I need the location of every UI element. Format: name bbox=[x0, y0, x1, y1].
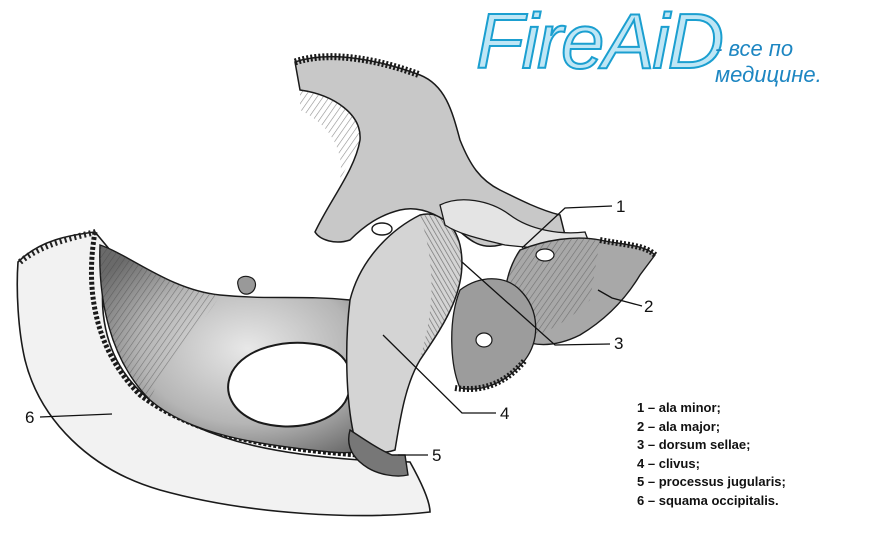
petrous-part-shape bbox=[452, 279, 536, 389]
legend-item: 1 – ala minor; bbox=[637, 399, 786, 418]
callout-6: 6 bbox=[25, 409, 34, 426]
legend-item: 5 – processus jugularis; bbox=[637, 473, 786, 492]
optic-foramen-shape bbox=[372, 223, 392, 235]
legend-item: 3 – dorsum sellae; bbox=[637, 436, 786, 455]
foramen-magnum-shape bbox=[228, 343, 351, 427]
legend-item: 2 – ala major; bbox=[637, 418, 786, 437]
occipital-condyle-knob bbox=[238, 276, 256, 294]
legend-item: 6 – squama occipitalis. bbox=[637, 492, 786, 511]
callout-5: 5 bbox=[432, 447, 441, 464]
foramen-ovale-shape bbox=[476, 333, 492, 347]
logo-tagline: - все по медицине. bbox=[715, 36, 822, 88]
fireaid-logo: FireAiD bbox=[476, 2, 722, 80]
callout-3: 3 bbox=[614, 335, 623, 352]
legend-item: 4 – clivus; bbox=[637, 455, 786, 474]
legend: 1 – ala minor; 2 – ala major; 3 – dorsum… bbox=[637, 399, 786, 510]
foramen-rotundum-shape bbox=[536, 249, 554, 261]
callout-4: 4 bbox=[500, 405, 509, 422]
callout-2: 2 bbox=[644, 298, 653, 315]
callout-1: 1 bbox=[616, 198, 625, 215]
tagline-line-2: медицине. bbox=[715, 62, 822, 88]
tagline-line-1: - все по bbox=[715, 36, 822, 62]
